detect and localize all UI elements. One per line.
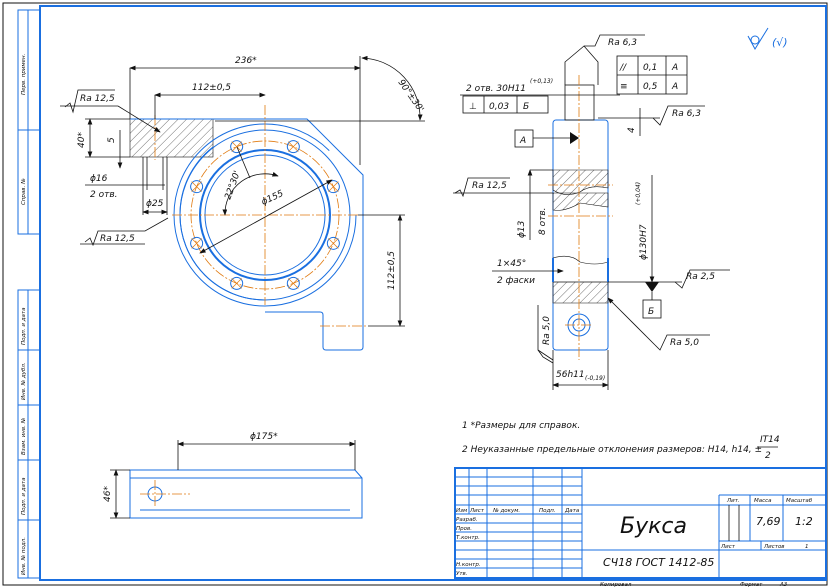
dim-56h11: 56h11	[556, 370, 585, 380]
tb-role: Пров.	[456, 526, 472, 532]
perpendicularity-frame: ⊥ 0,03 Б	[462, 95, 549, 114]
bolt-hole-center-mark	[288, 141, 299, 152]
dim-d16: ϕ16	[90, 174, 108, 184]
bolt-hole-center-mark	[231, 141, 242, 152]
roughness-ra-12-5-side: Ra 12,5	[472, 181, 507, 191]
dim-46: 46*	[103, 486, 113, 502]
svg-text://: //	[619, 63, 627, 73]
note-2: 2 Неуказанные предельные отклонения разм…	[462, 445, 762, 455]
roughness-ra-6-3-top: Ra 6,3	[608, 38, 637, 48]
stamp-label: Перв. примен.	[21, 53, 27, 95]
angle-90: 90°±30'	[396, 78, 426, 114]
tb-role: Разраб.	[456, 517, 478, 523]
datum-b: Б	[648, 307, 654, 317]
roughness-check-icon: (√)	[772, 36, 788, 49]
dim-d25: ϕ25	[146, 199, 164, 209]
scale-value: 1:2	[795, 515, 813, 528]
copied-label: Копировал	[600, 582, 632, 588]
dim-112-top: 112±0,5	[192, 83, 231, 93]
dim-d13: ϕ13	[517, 220, 527, 238]
part-name: Букса	[620, 514, 687, 539]
format-label: Формат	[740, 582, 763, 588]
material: СЧ18 ГОСТ 1412-85	[603, 556, 714, 569]
bolt-hole-center-mark	[288, 278, 299, 289]
lit-label: Лит.	[726, 498, 740, 504]
dim-112-right: 112±0,5	[387, 251, 397, 290]
svg-text:0,03: 0,03	[489, 102, 509, 112]
svg-text:Б: Б	[523, 102, 529, 112]
stamp-label: Подп. и дата	[21, 477, 27, 515]
holes-2-label: 2 отв.	[90, 190, 118, 200]
bolt-hole	[286, 276, 300, 290]
dim-56-tolerance: (-0,19)	[585, 375, 605, 382]
dim-d130h7: ϕ130H7	[639, 224, 649, 260]
main-view: 236* 112±0,5 90°±30' Ra 12,5 40* 5 ϕ16 2…	[60, 55, 426, 351]
tb-header: Подп.	[539, 508, 556, 514]
section-hatch	[129, 118, 214, 158]
note-1: 1 *Размеры для справок.	[462, 421, 580, 431]
note-2-fraction-top: IT14	[760, 435, 780, 445]
roughness-ra-12-5-top: Ra 12,5	[80, 94, 115, 104]
svg-text:A: A	[671, 63, 678, 73]
hole-spec-30h11: 2 отв. 30H11	[466, 84, 526, 94]
dim-d155: ϕ155	[260, 189, 285, 208]
title-block: Изм Лист № докум. Подп. Дата Разраб. Про…	[454, 467, 827, 588]
stamp-label: Подп. и дата	[21, 307, 27, 345]
tb-role: Т.контр.	[456, 535, 480, 541]
side-stamp: Перв. примен. Справ. № Подп. и дата Инв.…	[17, 9, 41, 579]
angle-22-30: 22°30'	[223, 170, 243, 202]
datum-a: A	[519, 136, 526, 146]
roughness-ra-5-0-right: Ra 5,0	[670, 338, 699, 348]
stamp-label: Справ. №	[21, 178, 27, 205]
tb-header: Лист	[469, 508, 485, 514]
parallelism-symmetry-frame: // 0,1 A ≡ 0,5 A	[616, 55, 688, 95]
d130-tolerance: (+0,04)	[635, 182, 642, 205]
roughness-ra-6-3-right: Ra 6,3	[672, 109, 701, 119]
svg-text:A: A	[671, 82, 678, 92]
mass-label: Масса	[754, 498, 772, 504]
svg-text:0,1: 0,1	[643, 63, 657, 73]
tb-header: Дата	[564, 508, 580, 514]
dim-d175: ϕ175*	[250, 432, 278, 442]
format-value: A3	[779, 582, 788, 588]
dim-40: 40*	[77, 132, 87, 148]
technical-notes: 1 *Размеры для справок. 2 Неуказанные пр…	[462, 421, 780, 461]
chamfers-2-label: 2 фаски	[497, 276, 535, 286]
bottom-view: ϕ175* 46*	[103, 432, 363, 519]
side-view: Ra 6,3 2 отв. 30H11 (+0,13) ⊥ 0,03 Б // …	[453, 34, 730, 390]
roughness-ra-5-0-left: Ra 5,0	[542, 316, 552, 345]
svg-text:≡: ≡	[620, 82, 628, 92]
roughness-ra-2-5: Ra 2,5	[686, 272, 715, 282]
sheet-label: Лист	[720, 544, 736, 550]
tb-role: Утв.	[456, 571, 468, 577]
roughness-ra-12-5-bottom: Ra 12,5	[100, 234, 135, 244]
stamp-label: Инв. № подл.	[21, 537, 27, 575]
holes-8-label: 8 отв.	[538, 207, 548, 235]
stamp-label: Взам. инв. №	[21, 417, 27, 455]
sheets-value: 1	[805, 544, 809, 550]
tb-header: № докум.	[492, 508, 520, 514]
dim-5: 5	[107, 137, 117, 143]
bolt-hole	[230, 276, 244, 290]
bolt-hole	[230, 140, 244, 154]
general-roughness-symbol: (√)	[747, 27, 788, 50]
svg-text:⊥: ⊥	[469, 102, 477, 112]
sheets-label: Листов	[763, 544, 785, 550]
dim-236: 236*	[235, 56, 257, 66]
tb-role: Н.контр.	[456, 562, 481, 568]
scale-label: Масштаб	[786, 498, 813, 504]
svg-text:0,5: 0,5	[643, 82, 658, 92]
dim-4: 4	[627, 127, 637, 133]
stamp-label: Инв. № дубл.	[21, 362, 27, 400]
tb-header: Изм	[456, 508, 467, 514]
note-2-fraction-bottom: 2	[765, 451, 771, 461]
mass-value: 7,69	[756, 515, 781, 528]
bolt-hole-center-mark	[231, 278, 242, 289]
bolt-hole	[286, 140, 300, 154]
chamfer-1x45: 1×45°	[497, 259, 526, 269]
hole-tolerance: (+0,13)	[530, 78, 553, 85]
